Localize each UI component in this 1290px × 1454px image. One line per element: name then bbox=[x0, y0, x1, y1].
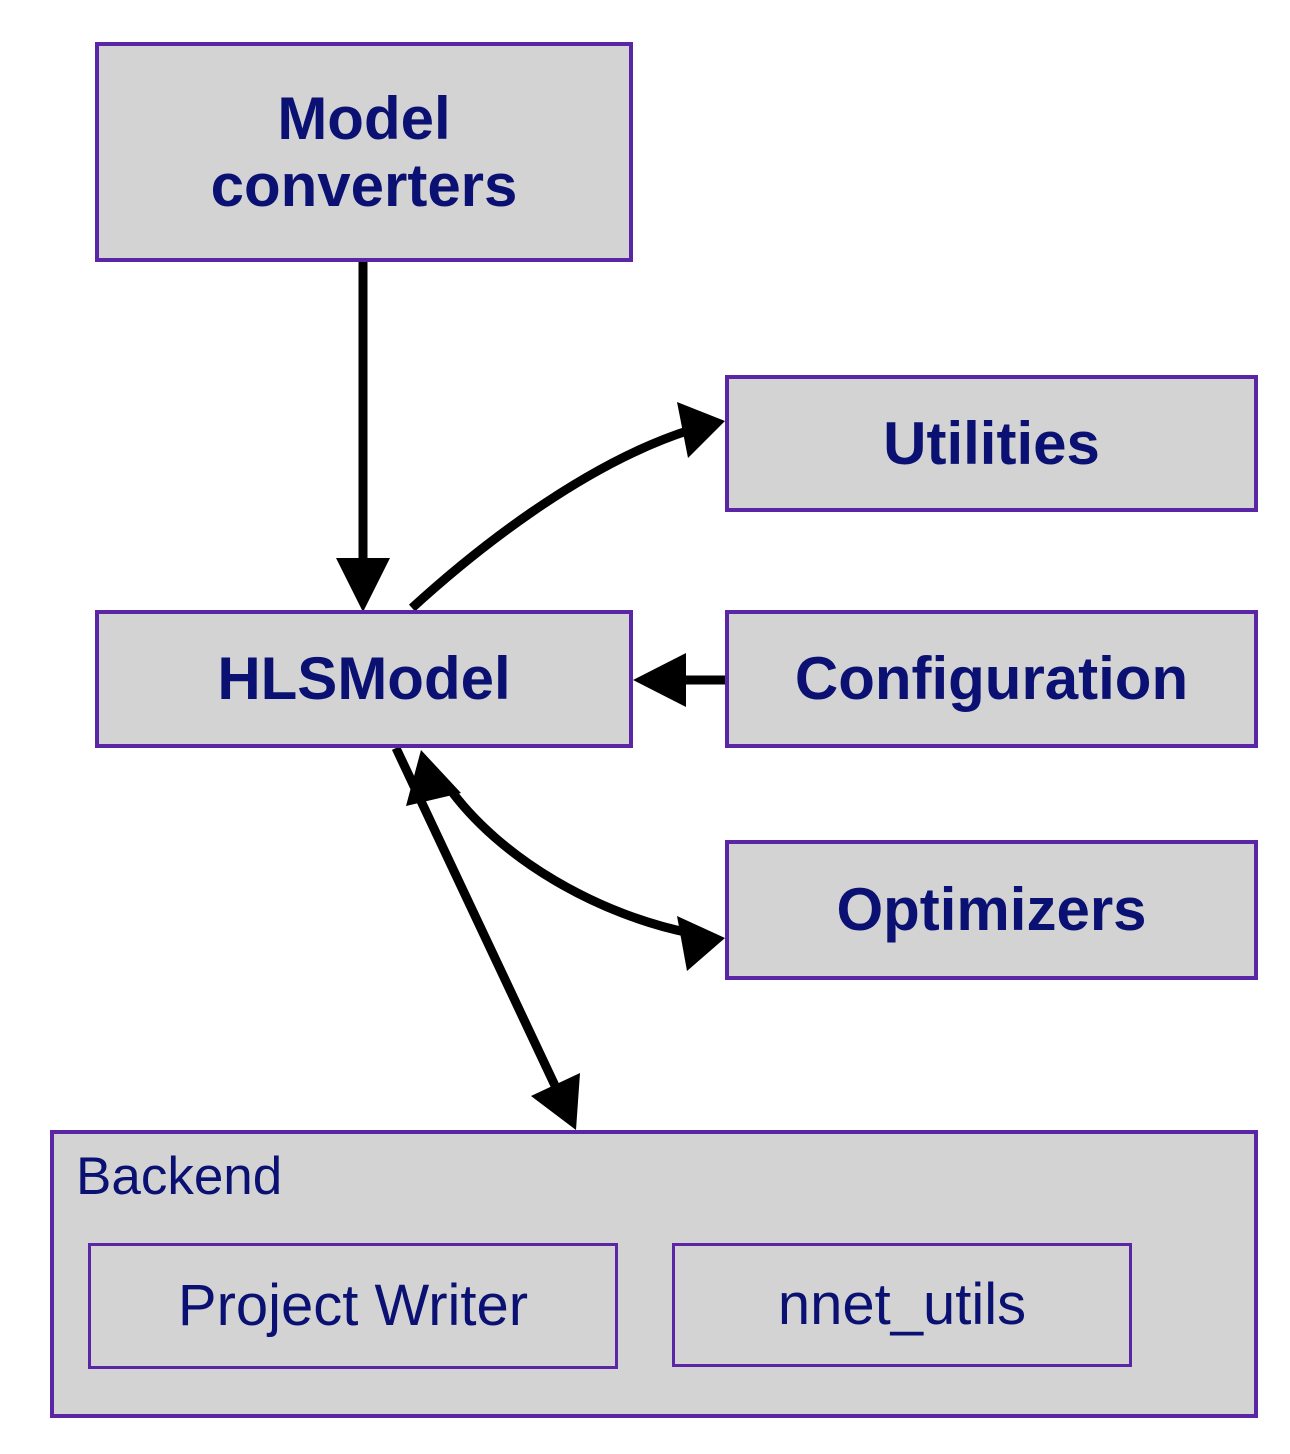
node-nnet-utils[interactable]: nnet_utils bbox=[672, 1243, 1132, 1367]
edge-model-converters-to-hlsmodel bbox=[336, 262, 390, 612]
node-hlsmodel[interactable]: HLSModel bbox=[95, 610, 633, 748]
node-label-model-converters: Model converters bbox=[210, 84, 518, 219]
node-project-writer[interactable]: Project Writer bbox=[88, 1243, 618, 1369]
node-configuration[interactable]: Configuration bbox=[725, 610, 1258, 748]
node-label-utilities: Utilities bbox=[883, 409, 1100, 477]
node-model-converters[interactable]: Model converters bbox=[95, 42, 633, 262]
edge-hlsmodel-to-utilities bbox=[408, 402, 725, 612]
node-utilities[interactable]: Utilities bbox=[725, 375, 1258, 512]
node-label-configuration: Configuration bbox=[794, 645, 1189, 713]
node-label-project-writer: Project Writer bbox=[177, 1272, 529, 1338]
node-label-optimizers: Optimizers bbox=[836, 876, 1147, 944]
edge-hlsmodel-to-backend bbox=[391, 746, 580, 1130]
node-optimizers[interactable]: Optimizers bbox=[725, 840, 1258, 980]
node-label-backend: Backend bbox=[76, 1147, 283, 1206]
edge-hlsmodel-optimizers bbox=[406, 750, 725, 971]
node-label-hlsmodel: HLSModel bbox=[217, 645, 511, 713]
node-label-nnet-utils: nnet_utils bbox=[777, 1271, 1027, 1337]
edge-configuration-to-hlsmodel bbox=[633, 653, 725, 707]
